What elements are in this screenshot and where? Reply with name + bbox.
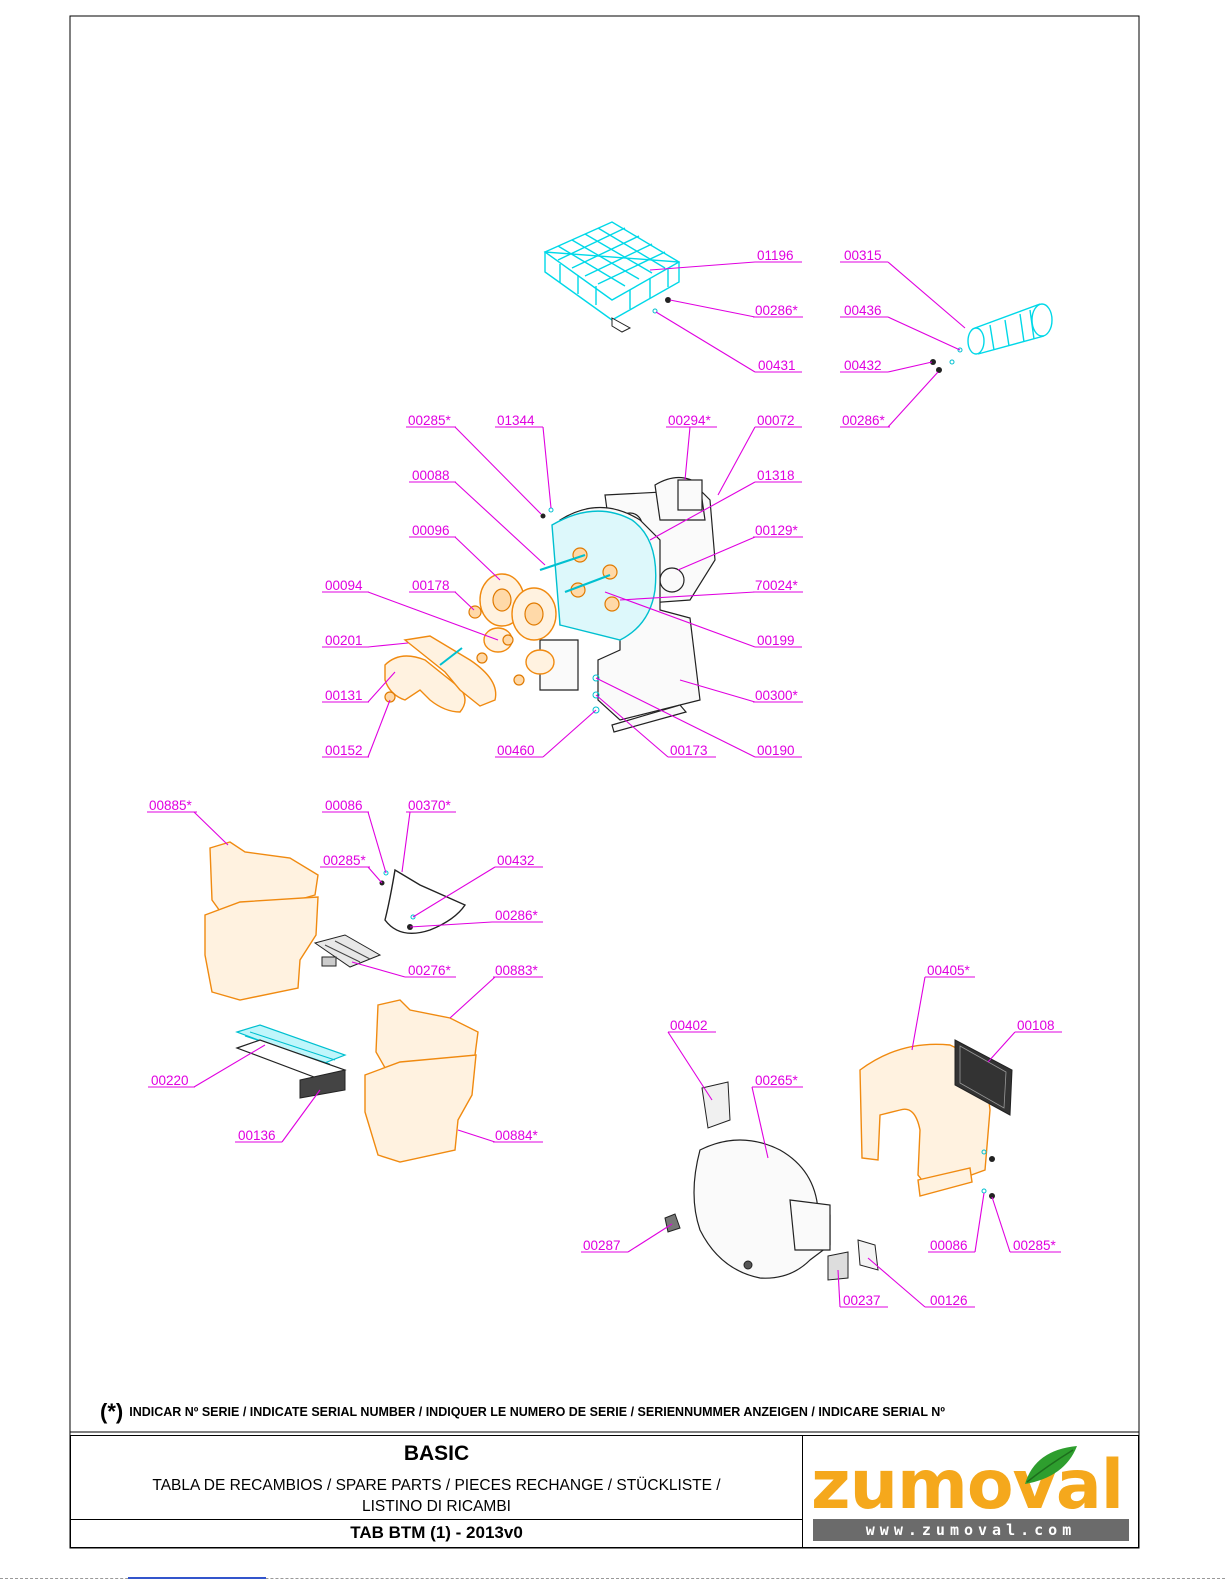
callout-label: 00173 [670,743,708,758]
leader-lines [193,261,1016,1308]
callout-label: 00884* [495,1128,539,1143]
filter-tray-part [235,1024,347,1099]
callout-label: 00432 [844,358,882,373]
callout-label: 01344 [497,413,535,428]
callout-label: 00265* [755,1073,799,1088]
callout-label: 00294* [668,413,712,428]
callout-label: 00129* [755,523,799,538]
callout-label: 00199 [757,633,795,648]
cutter-blade-part [384,635,497,713]
drawing-frame [69,15,1140,1549]
callout-label: 00883* [495,963,539,978]
peel-tray-part [379,868,467,934]
callout-label: 00286* [495,908,539,923]
callout-label: 00432 [497,853,535,868]
callout-label: 00088 [412,468,450,483]
filter-cylinder-part [967,303,1053,355]
callout-label: 00436 [844,303,882,318]
callout-label: 00285* [408,413,452,428]
callout-label: 00108 [1017,1018,1055,1033]
subtitle-line-1: TABLA DE RECAMBIOS / SPARE PARTS / PIECE… [152,1477,721,1494]
footnote-text: INDICAR Nº SERIE / INDICATE SERIAL NUMBE… [129,1405,945,1419]
website-banner: www.zumoval.com [813,1519,1129,1541]
callout-label: 00190 [757,743,795,758]
callout-label: 00405* [927,963,971,978]
callout-label: 00086 [325,798,363,813]
side-cover-part [693,1139,831,1279]
callout-label: 00072 [757,413,795,428]
ventilation-grille-part [954,1039,1013,1116]
document-code: TAB BTM (1) - 2013v0 [350,1523,523,1542]
callout-label: 00885* [149,798,193,813]
callout-label: 00152 [325,743,363,758]
juice-collector-lower-part [364,999,479,1163]
callout-label: 00286* [842,413,886,428]
callout-label: 00220 [151,1073,189,1088]
document-subtitle: TABLA DE RECAMBIOS / SPARE PARTS / PIECE… [91,1475,782,1517]
callout-label: 00126 [930,1293,968,1308]
subtitle-line-2: LISTINO DI RICAMBI [362,1498,511,1515]
juice-collector-upper-part [204,841,319,1001]
callout-label: 01196 [757,248,794,263]
callout-label: 00276* [408,963,452,978]
callout-label: 00285* [1013,1238,1057,1253]
callout-label: 00287 [583,1238,621,1253]
callout-label: 01318 [757,468,795,483]
basket-part [543,221,681,333]
callout-label: 00431 [758,358,796,373]
title-divider [71,1519,802,1520]
page-bottom-rule [0,1578,1225,1579]
orange-leaf-icon [1025,1446,1077,1484]
zumoval-wordmark: zumoval [811,1446,1124,1525]
roller-parts [468,573,557,686]
callout-label: 00178 [412,578,450,593]
page-bottom-link-mark [128,1577,266,1579]
callout-label: 70024* [755,578,799,593]
callout-label: 00460 [497,743,535,758]
callout-label: 00286* [755,303,799,318]
callout-label: 00131 [325,688,363,703]
callout-label: 00300* [755,688,799,703]
callout-label: 00136 [238,1128,276,1143]
callout-label: 00315 [844,248,882,263]
callout-label: 00096 [412,523,450,538]
callout-labels: 01196 00286* 00431 00315 00436 00432 002… [147,248,1062,1308]
callout-label: 00094 [325,578,363,593]
callout-label: 00370* [408,798,452,813]
drip-grid-part [313,934,382,968]
logo-block: zumoval www.zumoval.com [803,1435,1139,1548]
front-plate-part [539,510,657,641]
footnote-symbol: (*) [100,1399,124,1424]
callout-label: 00402 [670,1018,708,1033]
callout-label: 00237 [843,1293,881,1308]
document-title: BASIC [403,1442,470,1465]
serial-number-footnote: (*) INDICAR Nº SERIE / INDICATE SERIAL NU… [100,1399,945,1425]
callout-label: 00201 [325,633,363,648]
title-block: BASIC TABLA DE RECAMBIOS / SPARE PARTS /… [70,1435,803,1548]
callout-label: 00086 [930,1238,968,1253]
callout-label: 00285* [323,853,367,868]
